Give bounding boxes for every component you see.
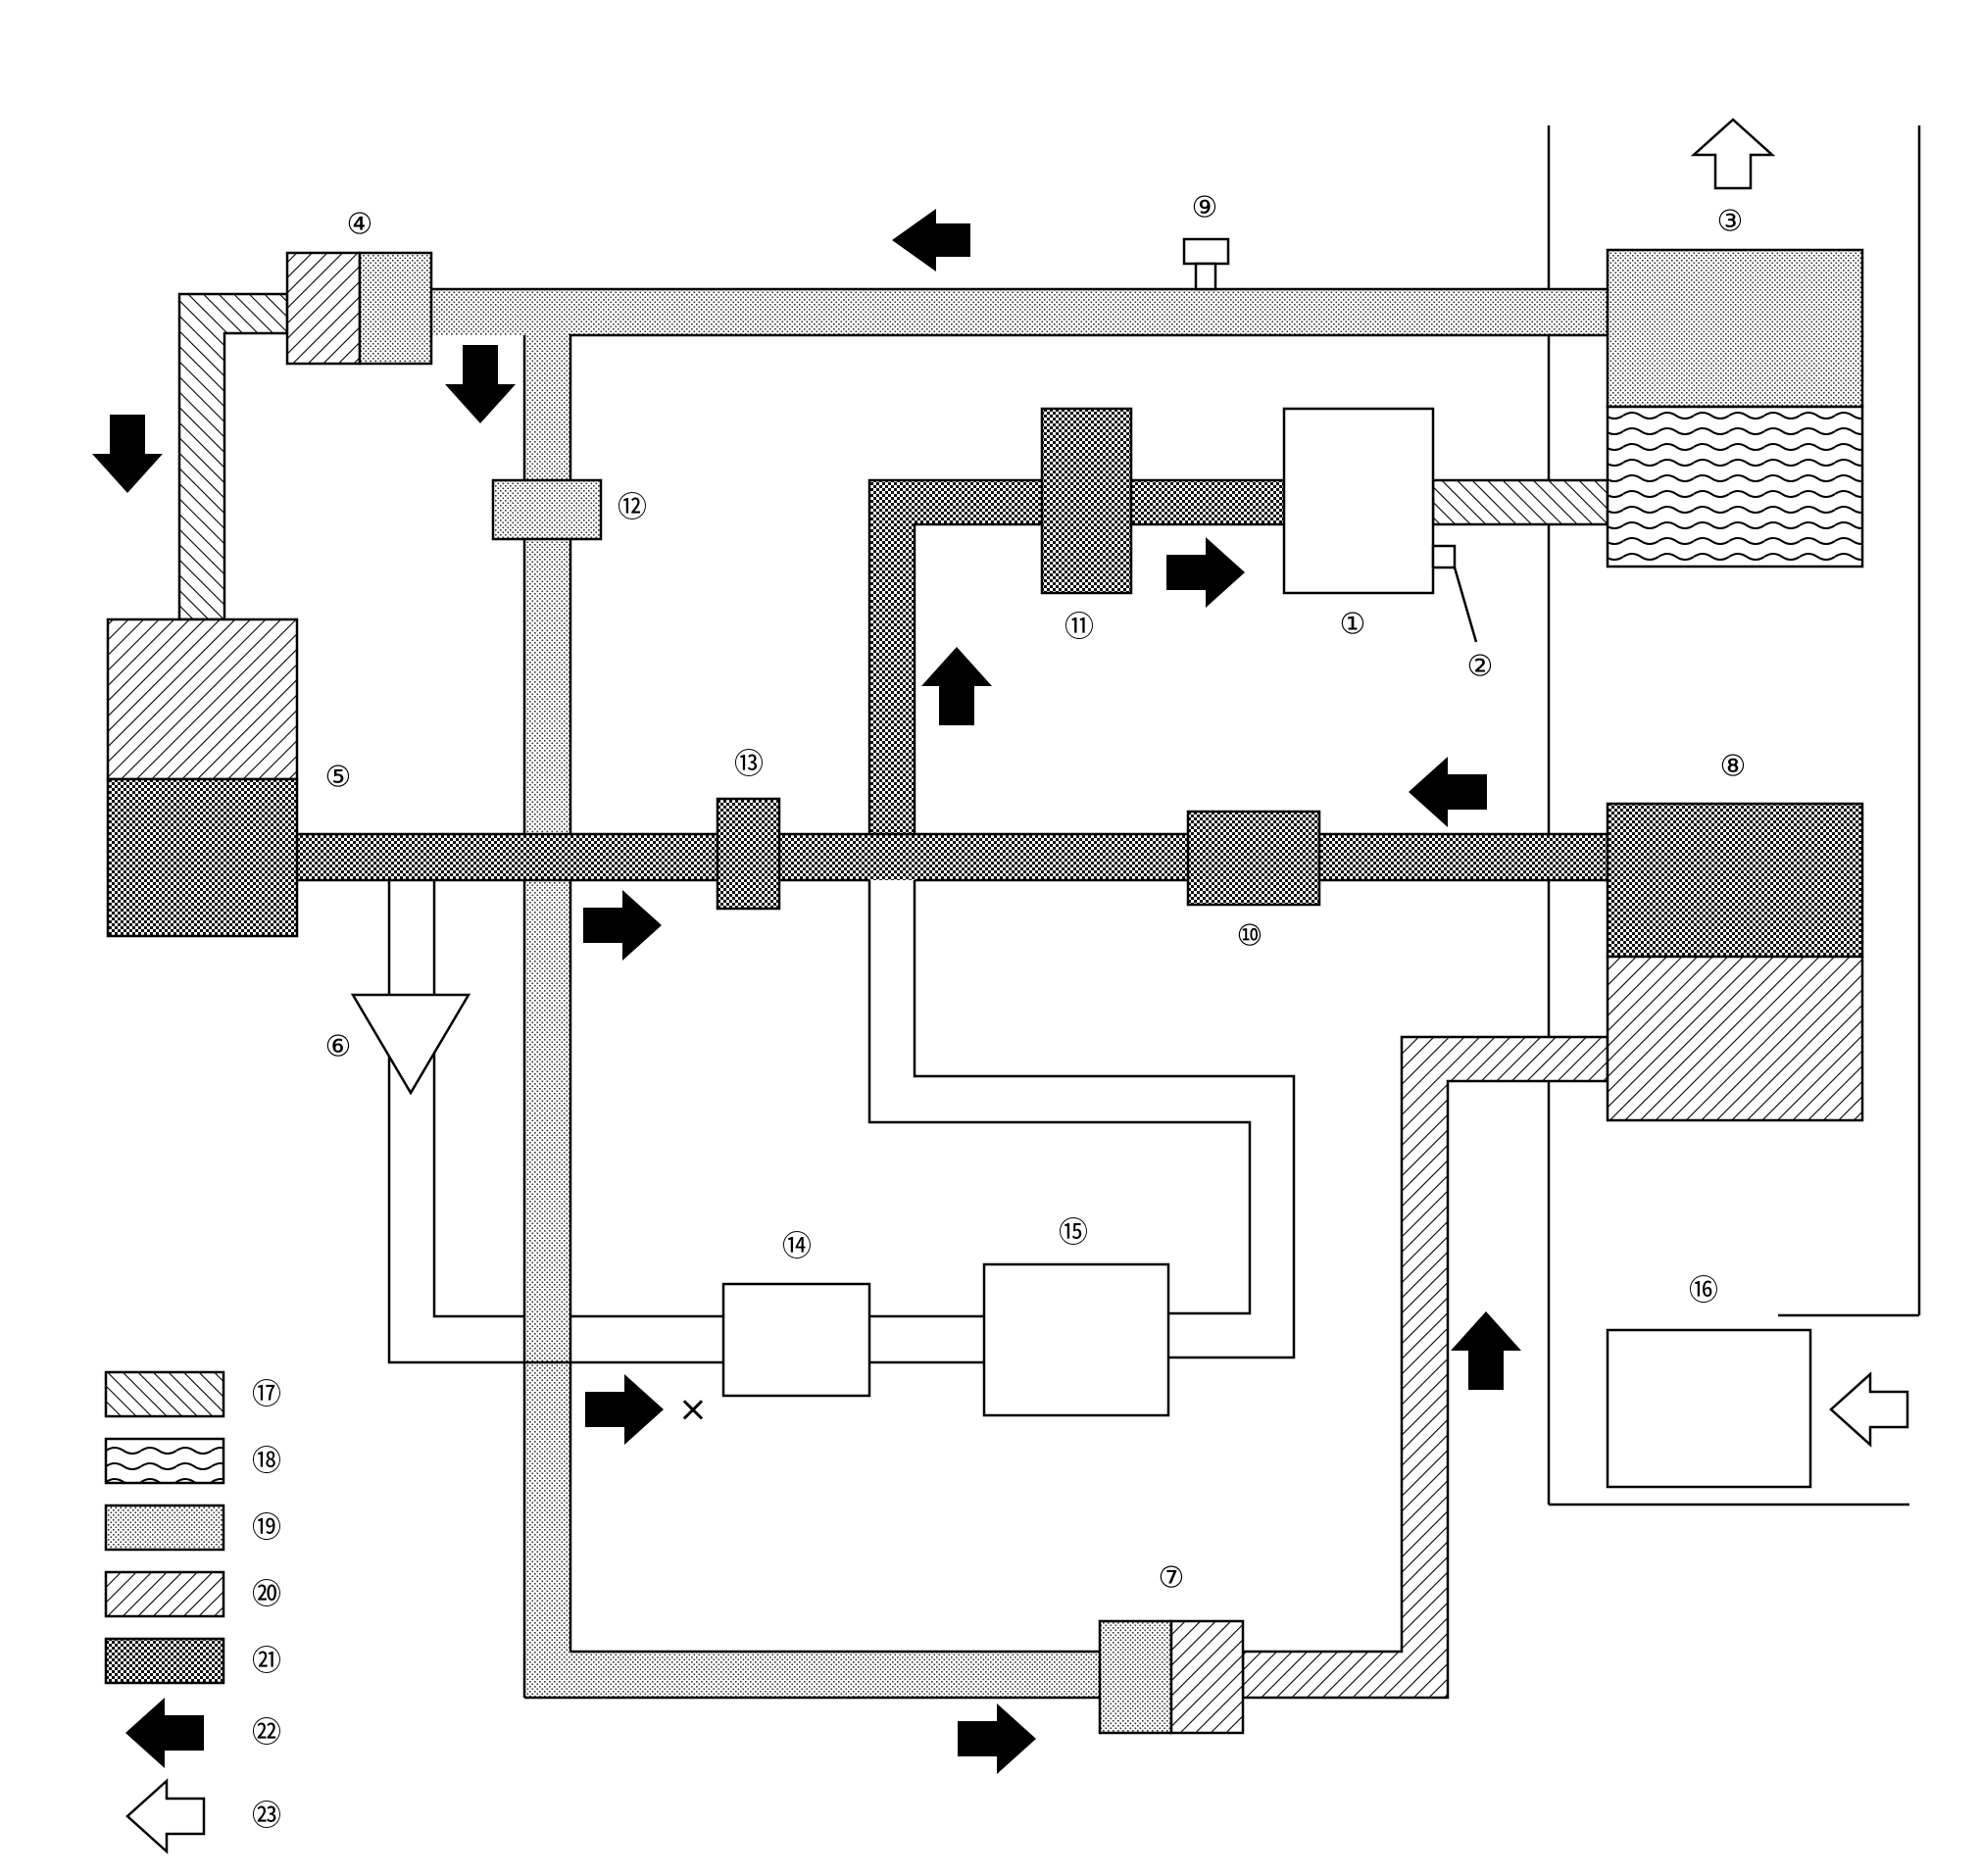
right-hatched-pipe: [1241, 1035, 1609, 1700]
component-16: [1606, 1328, 1812, 1489]
component-12: [491, 478, 603, 541]
label-14: ⑭: [782, 1230, 812, 1264]
label-2: ②: [1467, 650, 1494, 684]
sensor-2: [1431, 544, 1457, 569]
legend-label-21: ㉑: [252, 1645, 281, 1679]
legend-item-23: ㉓: [125, 1778, 281, 1854]
label-11: ⑪: [1064, 611, 1094, 645]
label-9: ⑨: [1192, 191, 1218, 225]
legend-label-19: ⑲: [252, 1511, 281, 1546]
label-4: ④: [347, 208, 373, 242]
legend-item-20: ⑳: [104, 1570, 281, 1618]
label-5: ⑤: [325, 761, 352, 795]
label-3: ③: [1717, 205, 1744, 239]
component-10: [1186, 810, 1321, 907]
arrow-left-icon: [1409, 757, 1487, 827]
left-hatched-pipe: [177, 292, 289, 621]
component-labels: ① ② ③ ④ ⑤ ⑥ ⑦ ⑧ ⑨ ⑩ ⑪ ⑫ ⑬ ⑭ ⑮ ⑯: [325, 191, 1747, 1596]
unit-1: [1282, 407, 1435, 595]
arrow-up-icon: [1451, 1311, 1521, 1390]
tank-3: [1606, 248, 1864, 568]
legend-label-20: ⑳: [252, 1578, 281, 1612]
label-10: ⑩: [1237, 919, 1263, 954]
legend-label-17: ⑰: [252, 1378, 281, 1412]
top-dotted-pipe: [431, 287, 1608, 337]
legend: ⑰ ⑱ ⑲ ⑳ ㉑ ㉒ ㉓: [104, 1370, 281, 1854]
tank-8: [1606, 802, 1864, 1122]
label-12: ⑫: [618, 491, 647, 525]
legend-label-22: ㉒: [252, 1716, 281, 1751]
arrow-up-icon: [921, 647, 992, 725]
legend-item-22: ㉒: [125, 1698, 281, 1768]
arrow-down-icon: [445, 345, 516, 423]
tank-5: [106, 617, 299, 938]
legend-label-23: ㉓: [252, 1800, 281, 1834]
label-8: ⑧: [1720, 750, 1747, 784]
valve-7: [1098, 1619, 1245, 1735]
legend-item-18: ⑱: [104, 1437, 281, 1485]
hollow-arrow-up-icon: [1690, 118, 1776, 190]
arrow-left-icon: [892, 209, 970, 272]
arrow-right-icon: [1166, 537, 1245, 608]
enclosure-lines: [1547, 125, 1921, 1506]
legend-item-21: ㉑: [104, 1637, 281, 1685]
arrow-down-icon: [92, 415, 163, 493]
label-13: ⑬: [734, 748, 764, 782]
legend-label-18: ⑱: [252, 1445, 281, 1479]
legend-item-17: ⑰: [104, 1370, 281, 1418]
middle-crosshatch-pipe: [297, 832, 1608, 882]
label-15: ⑮: [1059, 1216, 1088, 1251]
component-14: [721, 1282, 871, 1398]
hollow-flow-arrows: [1690, 118, 1909, 1448]
hatched-pipe-to-tank: [1431, 478, 1609, 526]
arrow-right-icon: [583, 890, 662, 961]
legend-hollow-arrow-icon: [125, 1778, 206, 1854]
arrow-right-icon: [585, 1374, 664, 1445]
sensor-9: [1182, 237, 1230, 291]
vertical-dotted-pipe: [522, 335, 1100, 1700]
component-15: [982, 1262, 1170, 1417]
label-16: ⑯: [1689, 1274, 1718, 1308]
blocked-mark: ×: [678, 1390, 708, 1430]
component-11: [1040, 407, 1133, 595]
label-1: ①: [1340, 608, 1366, 642]
legend-item-19: ⑲: [104, 1504, 281, 1552]
sensor-2-leader: [1453, 567, 1478, 643]
valve-4: [285, 251, 433, 366]
hollow-arrow-left-icon: [1829, 1371, 1909, 1448]
component-13: [716, 797, 781, 911]
legend-solid-arrow-icon: [125, 1698, 204, 1768]
label-7: ⑦: [1159, 1561, 1185, 1596]
component-6: [350, 993, 471, 1096]
solid-flow-arrows: [92, 209, 1521, 1774]
label-6: ⑥: [325, 1030, 352, 1064]
arrow-right-icon: [958, 1703, 1036, 1774]
